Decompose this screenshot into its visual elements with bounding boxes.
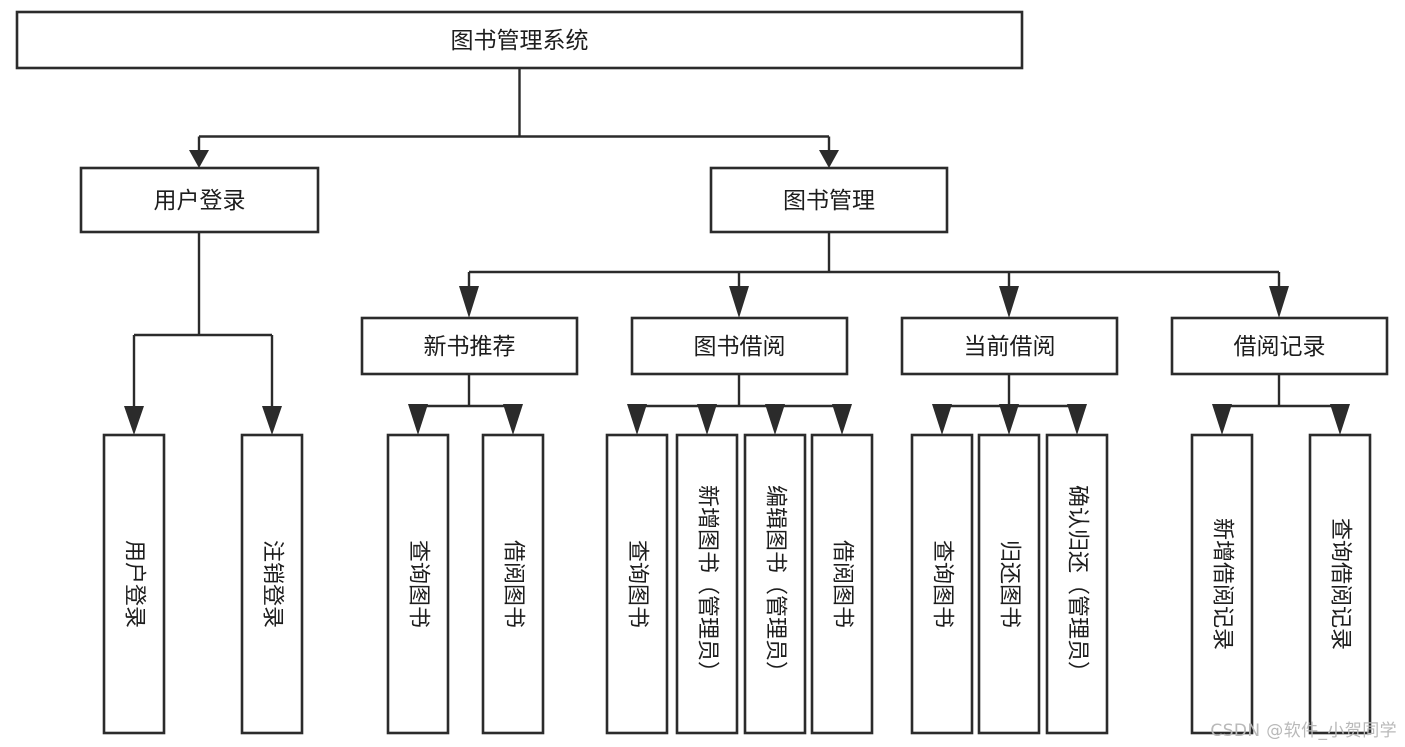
connector-book-borrow-to-leaves: [627, 374, 852, 435]
arrow-head-leaf-query-book-3: [932, 404, 952, 435]
node-leaf-logout-login-box[interactable]: [240, 433, 304, 735]
node-leaf-query-book-1-label: 查询图书: [406, 540, 431, 628]
node-user-login-box[interactable]: [79, 166, 320, 234]
node-book-borrow[interactable]: 图书借阅: [630, 316, 849, 376]
node-leaf-query-book-2[interactable]: 查询图书: [605, 433, 669, 735]
arrow-head-leaf-add-record: [1212, 404, 1232, 435]
node-leaf-add-book-box[interactable]: [675, 433, 739, 735]
node-root[interactable]: 图书管理系统: [15, 10, 1024, 70]
node-leaf-borrow-book-2[interactable]: 借阅图书: [810, 433, 874, 735]
node-borrow-record-label: 借阅记录: [1234, 334, 1326, 360]
arrow-head-leaf-return-book: [999, 404, 1019, 435]
node-borrow-record-box[interactable]: [1170, 316, 1389, 376]
connector-root-to-level2: [189, 68, 839, 168]
node-leaf-return-book-box[interactable]: [977, 433, 1041, 735]
arrow-head-leaf-borrow-book-2: [832, 404, 852, 435]
node-current-borrow[interactable]: 当前借阅: [900, 316, 1119, 376]
node-current-borrow-box[interactable]: [900, 316, 1119, 376]
arrow-head-user-login: [189, 150, 209, 168]
node-book-management[interactable]: 图书管理: [709, 166, 949, 234]
node-leaf-borrow-book-2-box[interactable]: [810, 433, 874, 735]
node-leaf-add-book-label: 新增图书（管理员）: [695, 485, 720, 683]
node-leaf-query-book-1-box[interactable]: [386, 433, 450, 735]
arrow-head-leaf-confirm-return: [1067, 404, 1087, 435]
node-leaf-query-book-2-box[interactable]: [605, 433, 669, 735]
arrow-head-leaf-query-book-2: [627, 404, 647, 435]
node-leaf-query-book-3[interactable]: 查询图书: [910, 433, 974, 735]
node-leaf-query-record[interactable]: 查询借阅记录: [1308, 433, 1372, 735]
node-leaf-borrow-book-2-label: 借阅图书: [830, 540, 855, 628]
connector-new-book-recommend-to-leaves: [408, 374, 523, 435]
node-borrow-record[interactable]: 借阅记录: [1170, 316, 1389, 376]
arrow-head-leaf-logout-login: [262, 406, 282, 435]
arrow-head-leaf-edit-book: [765, 404, 785, 435]
node-new-book-recommend-box[interactable]: [360, 316, 579, 376]
node-leaf-logout-login-label: 注销登录: [260, 540, 285, 628]
node-leaf-edit-book[interactable]: 编辑图书（管理员）: [743, 433, 807, 735]
watermark: CSDN @软件_小贺同学: [1210, 721, 1397, 741]
node-book-management-label: 图书管理: [783, 188, 875, 214]
node-leaf-add-record[interactable]: 新增借阅记录: [1190, 433, 1254, 735]
node-book-borrow-box[interactable]: [630, 316, 849, 376]
node-leaf-user-login-label: 用户登录: [122, 540, 147, 628]
node-book-management-box[interactable]: [709, 166, 949, 234]
node-leaf-query-book-3-box[interactable]: [910, 433, 974, 735]
node-leaf-confirm-return[interactable]: 确认归还（管理员）: [1045, 433, 1109, 735]
node-leaf-query-book-1[interactable]: 查询图书: [386, 433, 450, 735]
node-user-login-label: 用户登录: [154, 188, 246, 214]
node-root-label: 图书管理系统: [451, 28, 589, 54]
arrow-head-leaf-user-login: [124, 406, 144, 435]
node-user-login[interactable]: 用户登录: [79, 166, 320, 234]
connector-current-borrow-to-leaves: [932, 374, 1087, 435]
arrow-head-leaf-query-record: [1330, 404, 1350, 435]
node-leaf-add-record-box[interactable]: [1190, 433, 1254, 735]
arrow-head-leaf-borrow-book-1: [503, 404, 523, 435]
node-leaf-borrow-book-1-box[interactable]: [481, 433, 545, 735]
node-new-book-recommend[interactable]: 新书推荐: [360, 316, 579, 376]
arrow-head-leaf-add-book: [697, 404, 717, 435]
arrow-head-new-book-recommend: [459, 286, 479, 318]
node-book-borrow-label: 图书借阅: [694, 334, 786, 360]
node-new-book-recommend-label: 新书推荐: [424, 334, 516, 360]
node-leaf-return-book-label: 归还图书: [997, 540, 1022, 628]
connector-user-login-to-leaves: [124, 232, 282, 435]
node-leaf-query-record-label: 查询借阅记录: [1328, 518, 1353, 650]
arrow-head-current-borrow: [999, 286, 1019, 318]
node-root-box[interactable]: [15, 10, 1024, 70]
arrow-head-leaf-query-book-1: [408, 404, 428, 435]
node-leaf-confirm-return-box[interactable]: [1045, 433, 1109, 735]
node-leaf-query-record-box[interactable]: [1308, 433, 1372, 735]
node-leaf-return-book[interactable]: 归还图书: [977, 433, 1041, 735]
node-leaf-logout-login[interactable]: 注销登录: [240, 433, 304, 735]
node-leaf-user-login[interactable]: 用户登录: [102, 433, 166, 735]
node-leaf-edit-book-box[interactable]: [743, 433, 807, 735]
connector-book-management-to-level3: [459, 232, 1289, 318]
node-leaf-add-book[interactable]: 新增图书（管理员）: [675, 433, 739, 735]
node-leaf-edit-book-label: 编辑图书（管理员）: [763, 485, 788, 683]
connector-borrow-record-to-leaves: [1212, 374, 1350, 435]
node-leaf-borrow-book-1[interactable]: 借阅图书: [481, 433, 545, 735]
node-leaf-confirm-return-label: 确认归还（管理员）: [1065, 485, 1090, 683]
node-leaf-query-book-2-label: 查询图书: [625, 540, 650, 628]
node-leaf-query-book-3-label: 查询图书: [930, 540, 955, 628]
node-leaf-user-login-box[interactable]: [102, 433, 166, 735]
node-leaf-add-record-label: 新增借阅记录: [1210, 518, 1235, 650]
arrow-head-book-borrow: [729, 286, 749, 318]
arrow-head-book-management: [819, 150, 839, 168]
arrow-head-borrow-record: [1269, 286, 1289, 318]
node-current-borrow-label: 当前借阅: [964, 334, 1056, 360]
node-leaf-borrow-book-1-label: 借阅图书: [501, 540, 526, 628]
